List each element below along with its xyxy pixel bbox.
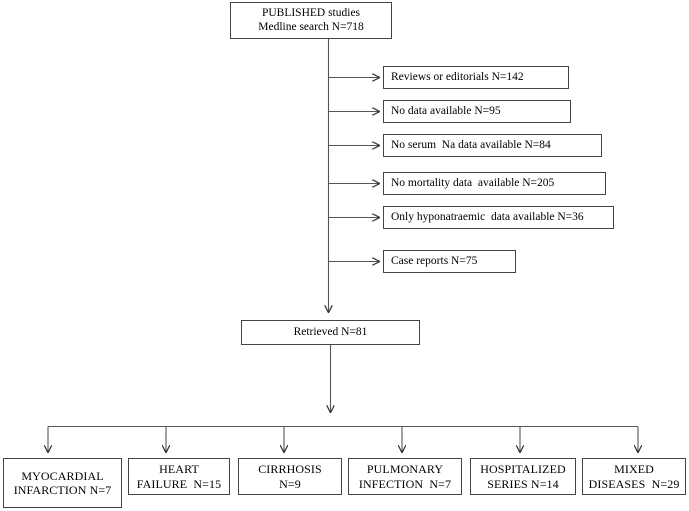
node-pulmonary-infection: PULMONARY INFECTION N=7 — [348, 458, 462, 495]
mixed-diseases-line-1: MIXED — [614, 462, 654, 477]
myocardial-infarction-line-2: INFARCTION N=7 — [13, 483, 112, 497]
no-data-available-label: No data available N=95 — [391, 104, 501, 117]
no-mortality-data-label: No mortality data available N=205 — [391, 176, 555, 189]
only-hyponatraemic-data-label: Only hyponatraemic data available N=36 — [391, 210, 584, 223]
mixed-diseases-line-2: DISEASES N=29 — [588, 476, 680, 491]
node-heart-failure: HEART FAILURE N=15 — [128, 458, 230, 495]
retrieved-studies-label: Retrieved N=81 — [293, 325, 368, 338]
node-mixed-diseases: MIXED DISEASES N=29 — [582, 458, 686, 495]
published-studies-line-2: Medline search N=718 — [258, 20, 364, 33]
node-hospitalized-series: HOSPITALIZED SERIES N=14 — [470, 458, 576, 495]
node-published-studies: PUBLISHED studies Medline search N=718 — [230, 2, 392, 39]
hospitalized-series-line-1: HOSPITALIZED — [480, 462, 566, 477]
myocardial-infarction-line-1: MYOCARDIAL — [21, 468, 104, 483]
node-only-hyponatraemic-data: Only hyponatraemic data available N=36 — [383, 206, 614, 229]
node-cirrhosis: CIRRHOSIS N=9 — [238, 458, 342, 495]
cirrhosis-line-2: N=9 — [279, 476, 301, 491]
heart-failure-line-2: FAILURE N=15 — [136, 476, 222, 491]
node-no-data-available: No data available N=95 — [383, 100, 571, 123]
node-reviews-or-editorials: Reviews or editorials N=142 — [383, 66, 569, 89]
published-studies-line-1: PUBLISHED studies — [261, 6, 361, 19]
hospitalized-series-line-2: SERIES N=14 — [487, 476, 559, 491]
reviews-or-editorials-label: Reviews or editorials N=142 — [391, 70, 524, 83]
node-no-serum-na-data: No serum Na data available N=84 — [383, 134, 602, 157]
node-retrieved-studies: Retrieved N=81 — [241, 320, 420, 345]
heart-failure-line-1: HEART — [159, 462, 199, 477]
no-serum-na-data-label: No serum Na data available N=84 — [391, 138, 551, 151]
pulmonary-infection-line-2: INFECTION N=7 — [358, 476, 452, 491]
case-reports-label: Case reports N=75 — [391, 254, 478, 267]
node-case-reports: Case reports N=75 — [383, 250, 516, 273]
cirrhosis-line-1: CIRRHOSIS — [258, 462, 322, 477]
pulmonary-infection-line-1: PULMONARY — [366, 462, 444, 477]
node-no-mortality-data: No mortality data available N=205 — [383, 172, 606, 195]
node-myocardial-infarction: MYOCARDIAL INFARCTION N=7 — [3, 458, 122, 508]
